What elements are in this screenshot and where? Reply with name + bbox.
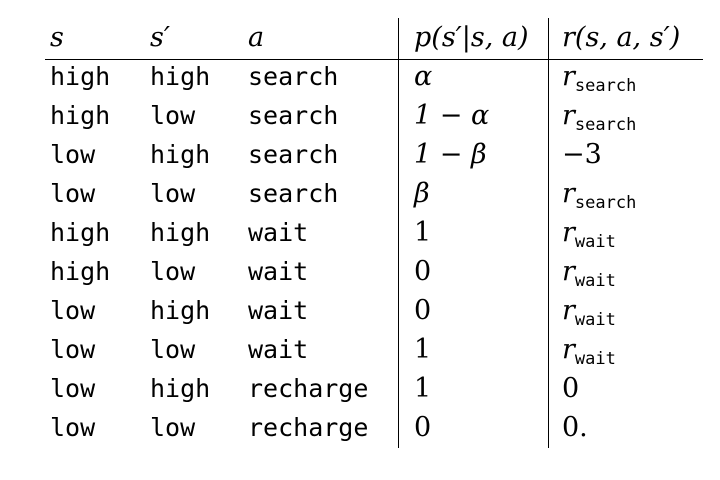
cell-s: low	[50, 179, 96, 208]
header-a: a	[248, 22, 265, 53]
cell-s: high	[50, 257, 111, 286]
cell-s-prime: low	[150, 101, 196, 130]
cell-s: low	[50, 140, 96, 169]
cell-s-prime: high	[150, 296, 211, 325]
cell-p: 1	[414, 373, 432, 404]
cell-s-prime: high	[150, 218, 211, 247]
cell-p: α	[414, 61, 433, 92]
cell-s-prime: low	[150, 257, 196, 286]
cell-a: wait	[248, 296, 309, 325]
cell-p: 0	[414, 295, 432, 326]
cell-r: rwait	[562, 217, 616, 252]
cell-s: low	[50, 296, 96, 325]
cell-s: low	[50, 335, 96, 364]
cell-r: 0	[562, 373, 580, 404]
cell-s: low	[50, 413, 96, 442]
cell-r: rwait	[562, 334, 616, 369]
cell-a: wait	[248, 257, 309, 286]
column-divider-r	[548, 18, 549, 448]
cell-a: search	[248, 179, 339, 208]
cell-a: search	[248, 140, 339, 169]
cell-p: 1	[414, 217, 432, 248]
cell-p: β	[414, 178, 430, 209]
cell-s-prime: high	[150, 140, 211, 169]
cell-s: high	[50, 62, 111, 91]
cell-r: rsearch	[562, 178, 637, 213]
cell-p: 1	[414, 334, 432, 365]
cell-p: 1 − α	[414, 100, 490, 131]
cell-p: 1 − β	[414, 139, 487, 170]
cell-r: rwait	[562, 295, 616, 330]
cell-r: rwait	[562, 256, 616, 291]
cell-r: rsearch	[562, 100, 637, 135]
column-divider-p	[398, 18, 399, 448]
cell-a: wait	[248, 335, 309, 364]
cell-s: high	[50, 218, 111, 247]
cell-r: −3	[562, 139, 602, 170]
cell-a: search	[248, 101, 339, 130]
cell-a: search	[248, 62, 339, 91]
cell-p: 0	[414, 256, 432, 287]
cell-a: recharge	[248, 374, 369, 403]
header-r: r(s, a, s′)	[562, 22, 681, 53]
cell-p: 0	[414, 412, 432, 443]
header-rule	[45, 59, 703, 60]
cell-s-prime: high	[150, 62, 211, 91]
cell-s-prime: high	[150, 374, 211, 403]
cell-s: low	[50, 374, 96, 403]
cell-a: recharge	[248, 413, 369, 442]
cell-s: high	[50, 101, 111, 130]
cell-r: rsearch	[562, 61, 637, 96]
header-s-prime: s′	[150, 22, 170, 53]
cell-r: 0.	[562, 412, 588, 443]
cell-a: wait	[248, 218, 309, 247]
header-p: p(s′|s, a)	[414, 22, 529, 53]
header-s: s	[50, 22, 64, 53]
cell-s-prime: low	[150, 413, 196, 442]
cell-s-prime: low	[150, 179, 196, 208]
cell-s-prime: low	[150, 335, 196, 364]
